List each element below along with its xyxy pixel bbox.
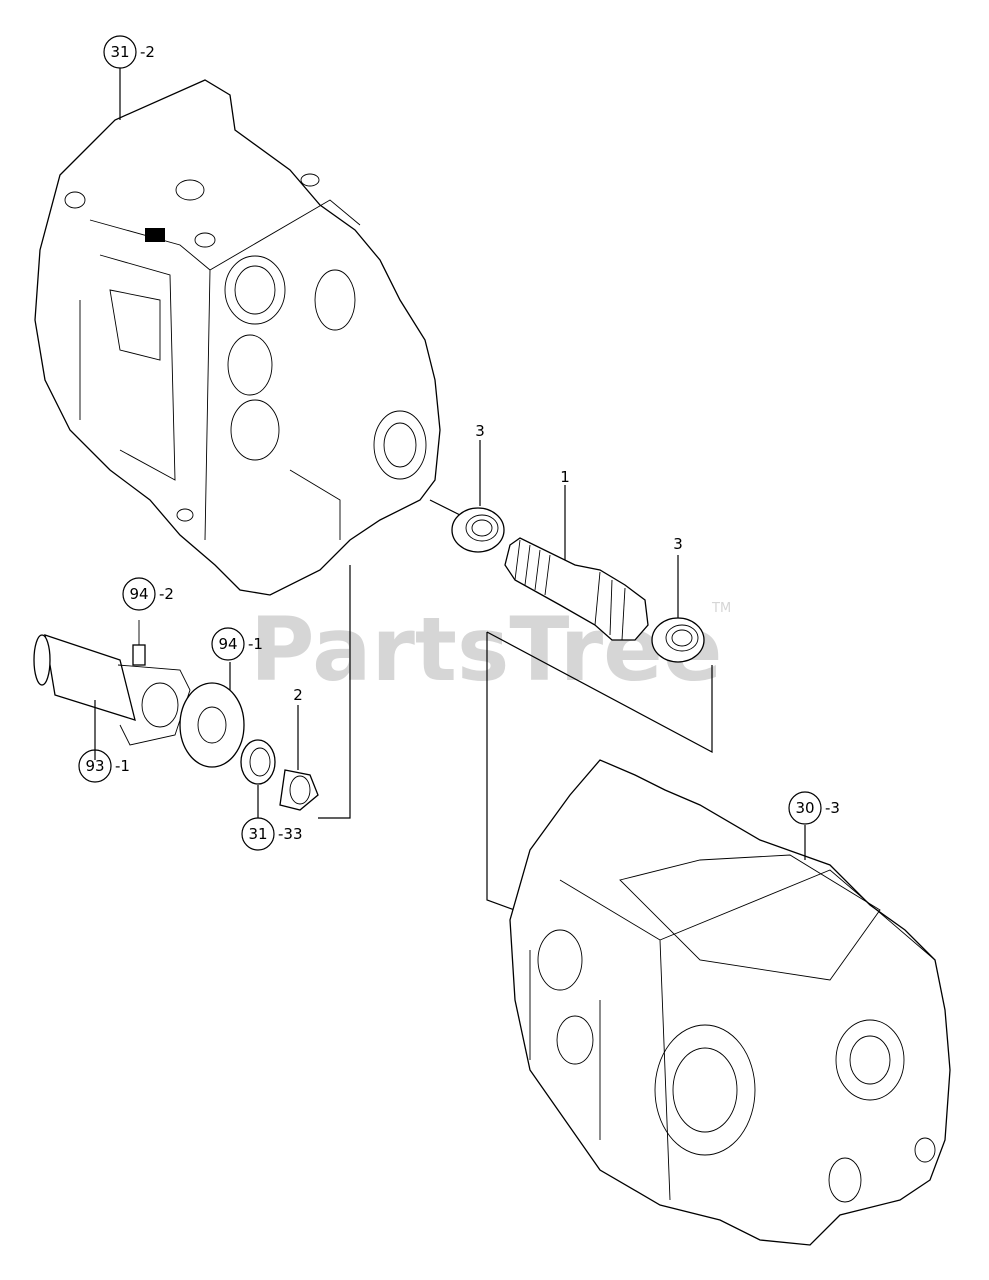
callout-94-1-number: 94 xyxy=(218,635,237,653)
callout-94-1-suffix: -1 xyxy=(248,635,263,653)
callout-93-1-number: 93 xyxy=(85,757,104,775)
watermark-trademark: TM xyxy=(711,601,731,616)
lower-transmission-case xyxy=(509,759,951,1246)
callout-94-2-number: 94 xyxy=(129,585,148,603)
input-shaft-gear-1 xyxy=(504,537,649,641)
bearing-3-right xyxy=(651,617,705,663)
callout-2: 2 xyxy=(293,686,303,704)
callout-94-2: 94 -2 xyxy=(122,577,174,611)
sleeve-93-1 xyxy=(33,634,191,746)
callout-93-1-suffix: -1 xyxy=(115,757,130,775)
nameplate-icon xyxy=(145,228,165,242)
gasket-94-1 xyxy=(179,682,245,768)
collar-2 xyxy=(279,769,319,811)
callout-31-2-suffix: -2 xyxy=(140,43,155,61)
callout-31-2-number: 31 xyxy=(110,43,129,61)
callout-3-left: 3 xyxy=(475,422,485,440)
callout-94-1: 94 -1 xyxy=(211,627,263,661)
callout-93-1: 93 -1 xyxy=(78,749,130,783)
callout-1: 1 xyxy=(560,468,570,486)
callout-94-2-suffix: -2 xyxy=(159,585,174,603)
bearing-3-left xyxy=(451,507,505,553)
callout-1-number: 1 xyxy=(560,468,570,486)
callout-31-33-number: 31 xyxy=(248,825,267,843)
callout-30-3-number: 30 xyxy=(795,799,814,817)
watermark-text: PartsTree xyxy=(250,598,722,701)
callout-3-right: 3 xyxy=(673,535,683,553)
oil-seal-31-33 xyxy=(240,739,276,785)
callout-31-2: 31 -2 xyxy=(103,35,155,69)
upper-transmission-case xyxy=(34,79,441,596)
callout-31-33-suffix: -33 xyxy=(278,825,303,843)
callout-3-left-number: 3 xyxy=(475,422,485,440)
callout-30-3-suffix: -3 xyxy=(825,799,840,817)
callout-2-number: 2 xyxy=(293,686,303,704)
callout-30-3: 30 -3 xyxy=(788,791,840,825)
bolt-94-2 xyxy=(132,620,146,666)
callout-31-33: 31 -33 xyxy=(241,817,303,851)
callout-3-right-number: 3 xyxy=(673,535,683,553)
